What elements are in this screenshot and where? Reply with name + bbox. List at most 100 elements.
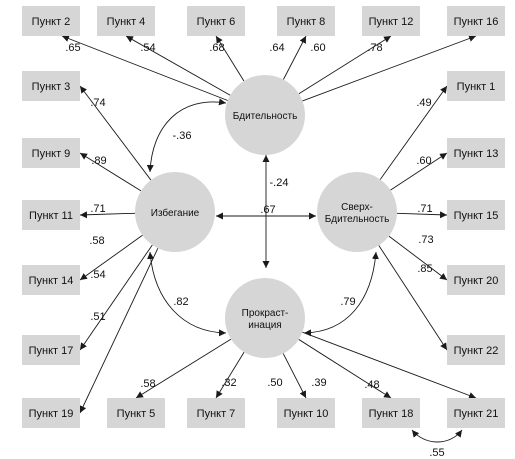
factor-label-procrastination-1: инация xyxy=(248,320,281,331)
item-label-p4: Пункт 4 xyxy=(107,16,146,28)
factor-label-hypervigilance-1: Бдительность xyxy=(325,214,390,225)
item-label-p9: Пункт 9 xyxy=(32,148,71,160)
loading-value-p1: .49 xyxy=(416,97,431,109)
loading-arrow-p13 xyxy=(390,152,448,191)
loading-arrow-p3 xyxy=(79,85,152,181)
item-box-p10 xyxy=(277,398,335,428)
item-box-p1 xyxy=(447,71,505,101)
item-label-p20: Пункт 20 xyxy=(454,275,499,287)
correlation-value-hypervigilance-procrastination: .79 xyxy=(340,296,355,308)
item-box-p8 xyxy=(277,6,335,36)
loading-value-p4: .54 xyxy=(140,42,155,54)
item-label-p12: Пункт 12 xyxy=(369,16,414,28)
item-label-p22: Пункт 22 xyxy=(454,345,499,357)
loading-arrow-p21 xyxy=(302,331,477,399)
correlation-arrow-avoidance-procrastination xyxy=(147,251,227,337)
item-label-p2: Пункт 2 xyxy=(32,16,71,28)
item-label-p6: Пункт 6 xyxy=(197,16,236,28)
correlation-value-vigilance-procrastination: -.24 xyxy=(270,177,289,189)
item-box-p22 xyxy=(447,335,505,365)
loading-value-p7: .32 xyxy=(221,377,236,389)
factor-avoidance xyxy=(135,172,215,252)
loading-value-p12: .60 xyxy=(310,42,325,54)
loading-arrow-p7 xyxy=(215,351,245,399)
item-label-p7: Пункт 7 xyxy=(197,408,236,420)
loading-value-p5: .58 xyxy=(140,378,155,390)
item-box-p16 xyxy=(447,6,505,36)
item-box-p9 xyxy=(22,138,80,168)
item-label-p21: Пункт 21 xyxy=(454,408,499,420)
loading-arrow-p19 xyxy=(79,247,159,414)
loading-value-p21: .48 xyxy=(364,379,379,391)
loading-value-p13: .60 xyxy=(416,155,431,167)
loading-arrow-p12 xyxy=(298,35,392,95)
error-covariance-value-p18-p21: .55 xyxy=(429,447,444,459)
loading-value-p22: .85 xyxy=(417,263,432,275)
loading-arrow-p17 xyxy=(79,244,153,351)
loading-arrow-p4 xyxy=(125,35,231,96)
item-box-p3 xyxy=(22,71,80,101)
item-label-p5: Пункт 5 xyxy=(117,408,156,420)
item-box-p6 xyxy=(187,6,245,36)
loading-value-p8: .64 xyxy=(269,42,284,54)
labels-layer: Пункт 2 Пункт 4 Пункт 6 Пункт 8 Пункт 12 Пунк… xyxy=(29,16,499,459)
item-box-p17 xyxy=(22,335,80,365)
factor-label-vigilance-0: Бдительность xyxy=(233,111,298,122)
loading-value-p3: .74 xyxy=(90,97,105,109)
loading-arrow-p16 xyxy=(302,35,477,102)
item-box-p18 xyxy=(362,398,420,428)
item-label-p3: Пункт 3 xyxy=(32,81,71,93)
loading-arrow-p2 xyxy=(61,35,228,101)
loading-arrow-p15 xyxy=(396,211,448,219)
item-label-p10: Пункт 10 xyxy=(284,408,329,420)
item-label-p16: Пункт 16 xyxy=(454,16,499,28)
item-box-p7 xyxy=(187,398,245,428)
loading-value-p10: .50 xyxy=(267,377,282,389)
loading-arrow-p1 xyxy=(379,85,448,180)
loading-value-p2: .65 xyxy=(65,42,80,54)
item-box-p19 xyxy=(22,398,80,428)
item-box-p20 xyxy=(447,265,505,295)
loading-value-p15: .71 xyxy=(417,203,432,215)
factor-procrastination xyxy=(225,278,305,358)
correlation-value-avoidance-hypervigilance: .67 xyxy=(260,204,275,216)
edges-layer xyxy=(61,35,477,443)
item-box-p5 xyxy=(107,398,165,428)
item-box-p4 xyxy=(97,6,155,36)
loading-arrow-p10 xyxy=(282,353,307,399)
item-box-p21 xyxy=(447,398,505,428)
correlation-arrow-vigilance-avoidance xyxy=(146,98,227,173)
item-label-p11: Пункт 11 xyxy=(29,210,73,222)
correlation-arrow-hypervigilance-procrastination xyxy=(303,251,379,337)
loading-arrow-p18 xyxy=(298,339,392,399)
factor-hypervigilance xyxy=(317,172,397,252)
item-box-p14 xyxy=(22,265,80,295)
correlation-value-avoidance-procrastination: .82 xyxy=(173,296,188,308)
item-box-p13 xyxy=(447,138,505,168)
factor-label-procrastination-0: Прокраст- xyxy=(242,308,289,319)
nodes-layer xyxy=(22,6,505,428)
loading-value-p16: .78 xyxy=(367,42,382,54)
item-box-p11 xyxy=(22,200,80,230)
factor-label-avoidance-0: Избегание xyxy=(151,207,200,219)
loading-arrow-p6 xyxy=(215,35,245,82)
loading-arrow-p22 xyxy=(378,245,448,351)
loading-arrow-p9 xyxy=(79,152,142,192)
loading-arrow-p20 xyxy=(388,235,448,281)
loading-value-p6: .68 xyxy=(209,42,224,54)
loading-value-p11: .71 xyxy=(90,203,105,215)
factor-vigilance xyxy=(225,75,305,155)
loading-value-p18: .39 xyxy=(311,377,326,389)
item-box-p15 xyxy=(447,200,505,230)
correlation-value-vigilance-avoidance: -.36 xyxy=(173,130,192,142)
item-label-p14: Пункт 14 xyxy=(29,275,74,287)
error-covariance-arrow-p18-p21 xyxy=(411,429,463,443)
item-label-p8: Пункт 8 xyxy=(287,16,326,28)
item-box-p12 xyxy=(362,6,420,36)
item-label-p13: Пункт 13 xyxy=(454,148,499,160)
loading-value-p9: .89 xyxy=(91,155,106,167)
item-label-p18: Пункт 18 xyxy=(369,408,414,420)
loading-value-p17: .54 xyxy=(90,269,105,281)
loading-value-p19: .51 xyxy=(90,311,105,323)
